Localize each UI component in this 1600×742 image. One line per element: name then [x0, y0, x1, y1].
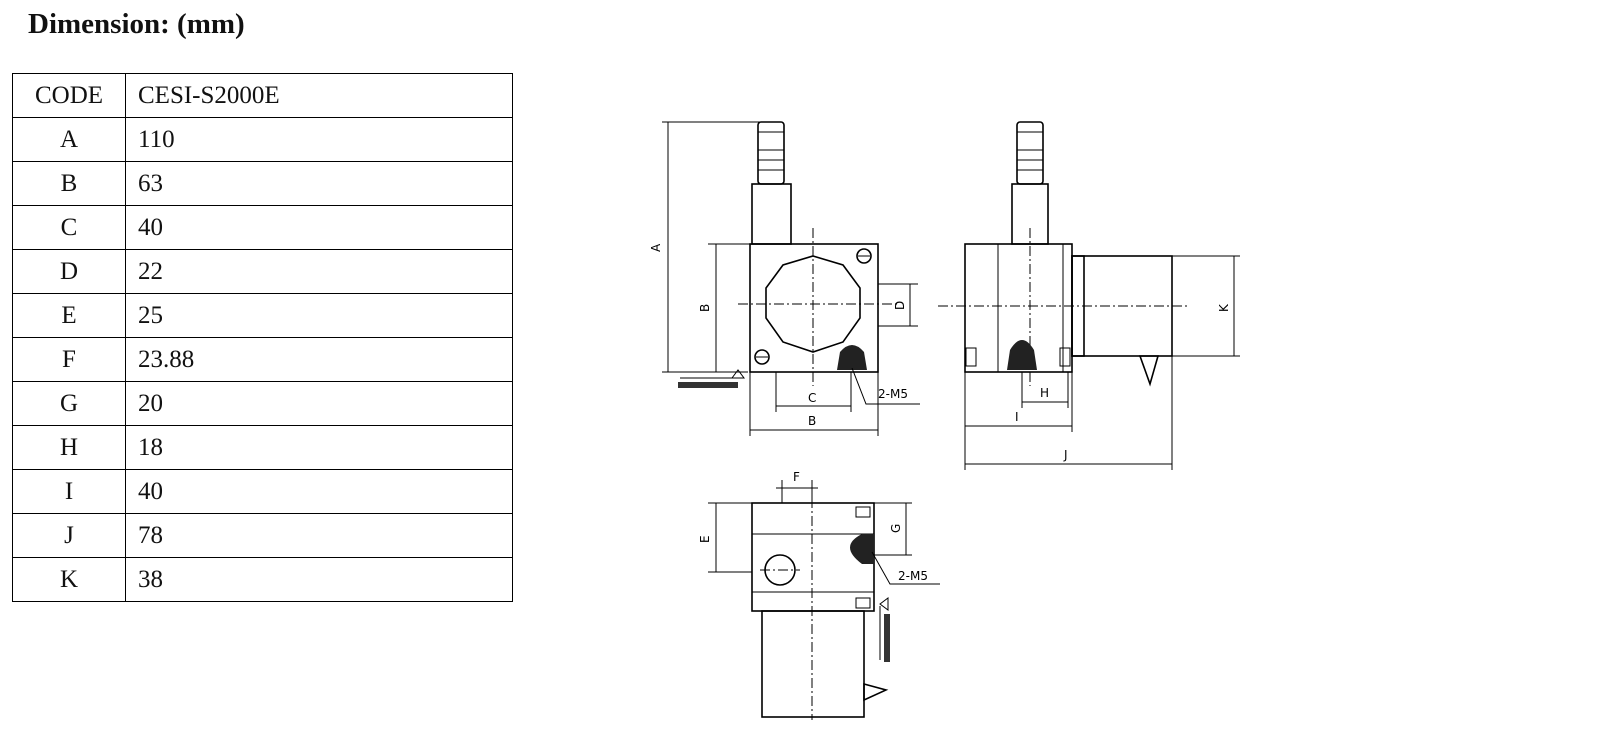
bottom-view: F E G 2-M5 [698, 470, 940, 720]
dim-label-h: H [1040, 386, 1049, 400]
value-cell: 40 [125, 205, 513, 250]
code-cell: I [12, 469, 126, 514]
value-cell: 18 [125, 425, 513, 470]
header-code-cell: CODE [12, 73, 126, 118]
code-cell: G [12, 381, 126, 426]
value-cell: 22 [125, 249, 513, 294]
dim-label-e: E [698, 535, 712, 543]
dim-label-f: F [793, 470, 800, 484]
dim-label-b-horizontal: B [808, 414, 816, 428]
value-cell: 25 [125, 293, 513, 338]
code-cell: J [12, 513, 126, 558]
dim-label-j: J [1063, 448, 1068, 462]
code-cell: F [12, 337, 126, 382]
dim-label-d: D [893, 301, 907, 310]
front-view: A B D C B 2-M5 [649, 121, 920, 436]
dim-label-c: C [808, 391, 816, 405]
dim-label-k: K [1217, 303, 1231, 312]
code-cell: D [12, 249, 126, 294]
value-cell: 38 [125, 557, 513, 602]
dim-label-g: G [889, 524, 903, 533]
dim-label-b-vertical: B [698, 304, 712, 312]
code-cell: B [12, 161, 126, 206]
dim-label-a: A [649, 243, 663, 252]
dim-label-i: I [1015, 410, 1019, 424]
page-heading: Dimension: (mm) [28, 8, 245, 40]
value-cell: 23.88 [125, 337, 513, 382]
code-cell: A [12, 117, 126, 162]
thread-note-front: 2-M5 [878, 387, 908, 401]
thread-note-bottom: 2-M5 [898, 569, 928, 583]
side-view: K H I J [938, 121, 1240, 470]
code-cell: E [12, 293, 126, 338]
value-cell: 40 [125, 469, 513, 514]
code-cell: K [12, 557, 126, 602]
